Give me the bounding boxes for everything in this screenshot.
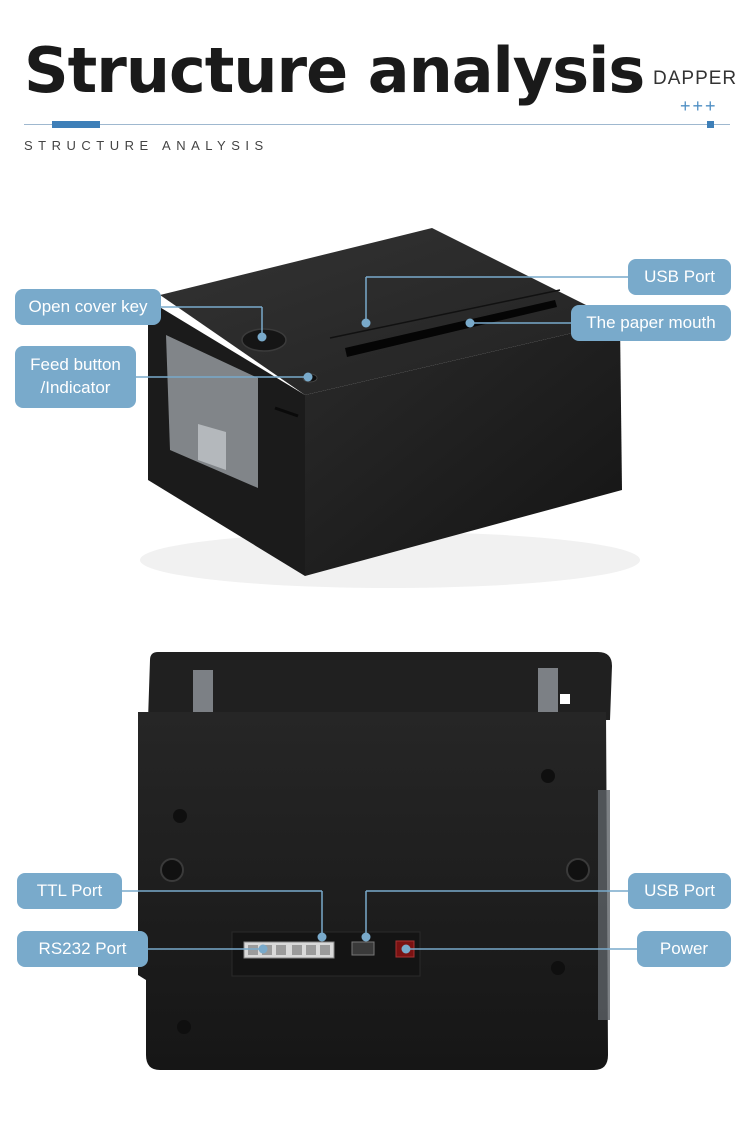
open-cover-key-marker — [257, 332, 267, 342]
callout-usb-port-rear: USB Port — [628, 873, 731, 909]
rs232-port-marker — [258, 944, 268, 954]
callout-ttl-port: TTL Port — [17, 873, 122, 909]
callout-usb-port-top: USB Port — [628, 259, 731, 295]
paper-mouth-marker — [465, 318, 475, 328]
callout-feed-button-line1: Feed button — [30, 355, 121, 375]
callout-paper-mouth: The paper mouth — [571, 305, 731, 341]
brand-name: DAPPER — [653, 68, 738, 89]
callout-feed-button-line2: /Indicator — [40, 378, 111, 397]
printer-rear-lid — [148, 652, 612, 720]
printer-rear-view — [138, 652, 612, 1070]
callout-feed-button: Feed button /Indicator — [15, 346, 136, 408]
power-marker — [401, 944, 411, 954]
page-subtitle: STRUCTURE ANALYSIS — [24, 138, 269, 153]
bracket-clip — [198, 424, 226, 470]
rear-view-leaders — [122, 890, 637, 954]
plus-decoration: +++ — [680, 96, 718, 116]
header-rule — [24, 124, 730, 125]
side-plate — [598, 790, 610, 1020]
usb-port-marker — [361, 318, 371, 328]
top-view-leaders — [136, 276, 628, 382]
callout-power: Power — [637, 931, 731, 967]
header-rule-end-marker — [707, 121, 714, 128]
header-rule-accent — [52, 121, 100, 128]
printer-top-view — [140, 228, 640, 588]
callout-rs232-port: RS232 Port — [17, 931, 148, 967]
callout-open-cover-key: Open cover key — [15, 289, 161, 325]
printer-front-face — [305, 322, 622, 576]
mounting-bracket — [166, 335, 258, 488]
paper-slot — [345, 300, 557, 357]
printer-top-surface — [160, 228, 620, 395]
ttl-port-marker — [317, 932, 327, 942]
feed-button-marker — [303, 372, 313, 382]
rear-usb-port-marker — [361, 932, 371, 942]
page-title: Structure analysis — [24, 34, 645, 107]
usb-connector — [351, 941, 375, 956]
